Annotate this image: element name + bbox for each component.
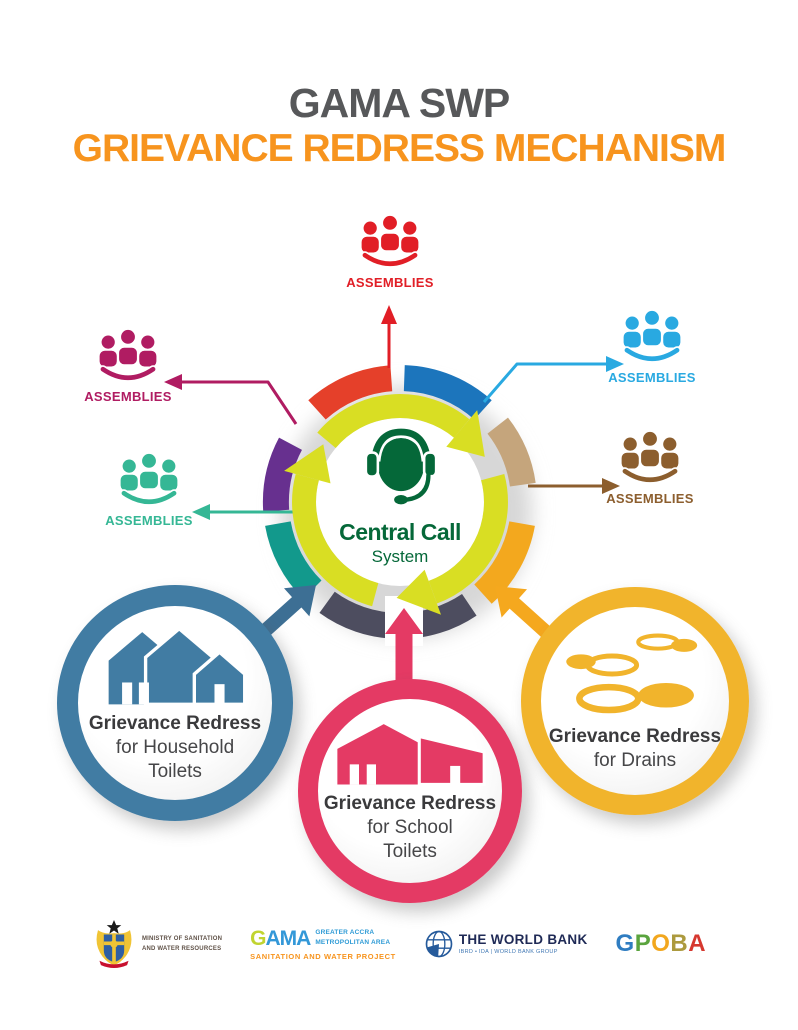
footer-logos: MINISTRY OF SANITATION AND WATER RESOURC… bbox=[0, 920, 798, 968]
school-arrow bbox=[385, 608, 423, 692]
assembly-label: ASSEMBLIES bbox=[608, 370, 696, 385]
ring-segment-purple bbox=[262, 437, 303, 512]
school-building-icon bbox=[337, 723, 486, 786]
connector-upper-left-magenta bbox=[178, 380, 298, 425]
hub-label: Central Call System bbox=[300, 519, 500, 567]
assembly-group-lower-right: ASSEMBLIES bbox=[585, 430, 715, 506]
lime-cycle-arrows bbox=[292, 394, 508, 607]
gpoba-letter: P bbox=[634, 930, 652, 957]
grievance-line: Grievance Redress bbox=[548, 725, 722, 747]
ministry-name-line1: MINISTRY OF SANITATION bbox=[141, 935, 223, 942]
gama-area-line2: METROPOLITAN AREA bbox=[315, 939, 391, 946]
gama-letter: A bbox=[296, 926, 311, 950]
arrowhead-lower-left-teal bbox=[192, 504, 210, 520]
assembly-group-upper-left: ASSEMBLIES bbox=[63, 328, 193, 404]
assembly-label: ASSEMBLIES bbox=[84, 389, 172, 404]
assembly-label: ASSEMBLIES bbox=[105, 513, 193, 528]
arrowhead-top-red bbox=[381, 305, 397, 324]
headset-operator-icon bbox=[364, 425, 438, 505]
lime-cycle-arrowheads bbox=[284, 410, 485, 615]
gpoba-letter: A bbox=[688, 930, 707, 957]
gpoba-logo: GPOBA bbox=[616, 930, 707, 958]
ring-segment-teal bbox=[265, 520, 322, 599]
grievance-line: Toilets bbox=[148, 761, 202, 783]
hub-title: Central Call bbox=[339, 519, 461, 545]
people-group-icon bbox=[95, 328, 161, 384]
gama-area-line1: GREATER ACCRA bbox=[315, 929, 375, 937]
people-group-icon bbox=[619, 309, 685, 365]
grievance-line: Grievance Redress bbox=[323, 792, 497, 814]
grievance-line: Grievance Redress bbox=[88, 712, 262, 734]
people-group-icon bbox=[357, 214, 423, 270]
grievance-circle-school: Grievance Redress for School Toilets bbox=[298, 679, 522, 903]
grievance-line: for Drains bbox=[593, 750, 677, 771]
ministry-name-line2: AND WATER RESOURCES bbox=[141, 946, 222, 952]
gama-project-name: SANITATION AND WATER PROJECT bbox=[250, 951, 396, 961]
arrowhead-upper-left-magenta bbox=[164, 374, 182, 390]
people-group-icon bbox=[617, 430, 683, 486]
page-subtitle: GRIEVANCE REDRESS MECHANISM bbox=[72, 127, 727, 170]
page-title: GAMA SWP bbox=[288, 80, 511, 126]
grievance-line: Toilets bbox=[383, 841, 437, 863]
world-bank-name: THE WORLD BANK bbox=[458, 931, 588, 947]
gpoba-letter: B bbox=[670, 930, 689, 957]
gama-letter: M bbox=[279, 926, 297, 950]
grievance-circle-household: Grievance Redress for Household Toilets bbox=[57, 585, 293, 821]
grievance-line: for School bbox=[367, 816, 453, 838]
hub-subtitle: System bbox=[371, 547, 429, 566]
world-bank-logo: THE WORLD BANK IBRD • IDA | WORLD BANK G… bbox=[424, 929, 588, 959]
grievance-line: for Household bbox=[115, 736, 235, 758]
gama-letter: A bbox=[265, 926, 280, 950]
outer-ring-segments bbox=[262, 365, 536, 639]
ring-segment-tan bbox=[487, 417, 536, 487]
ring-segment-amber bbox=[474, 520, 535, 604]
gama-acronym: GAMA bbox=[250, 926, 311, 950]
arrowhead-upper-right-blue bbox=[606, 356, 624, 372]
assembly-group-top: ASSEMBLIES bbox=[325, 214, 455, 290]
assembly-label: ASSEMBLIES bbox=[606, 491, 694, 506]
assembly-connectors bbox=[164, 305, 624, 520]
ghana-coat-of-arms-icon bbox=[96, 920, 132, 968]
ministry-logo: MINISTRY OF SANITATION AND WATER RESOURC… bbox=[92, 920, 222, 968]
gama-logo: GAMA GREATER ACCRA METROPOLITAN AREA SAN… bbox=[250, 928, 396, 961]
ring-segment-red bbox=[308, 365, 393, 420]
arrowhead-lower-right-brown bbox=[602, 478, 620, 494]
gpoba-letter: G bbox=[615, 930, 635, 957]
gpoba-letter: O bbox=[651, 930, 671, 957]
assembly-label: ASSEMBLIES bbox=[346, 275, 434, 290]
connector-upper-right-blue bbox=[482, 362, 608, 403]
people-group-icon bbox=[116, 452, 182, 508]
ring-segment-blue bbox=[403, 365, 492, 420]
assembly-group-lower-left: ASSEMBLIES bbox=[84, 452, 214, 528]
gama-letter: G bbox=[250, 926, 266, 950]
assembly-group-upper-right: ASSEMBLIES bbox=[587, 309, 717, 385]
drain-water-icon bbox=[566, 633, 698, 713]
world-bank-globe-icon bbox=[425, 930, 453, 958]
houses-icon bbox=[108, 626, 247, 706]
world-bank-subtitle: IBRD • IDA | WORLD BANK GROUP bbox=[458, 949, 558, 956]
grievance-circle-drains: Grievance Redress for Drains bbox=[521, 587, 749, 815]
